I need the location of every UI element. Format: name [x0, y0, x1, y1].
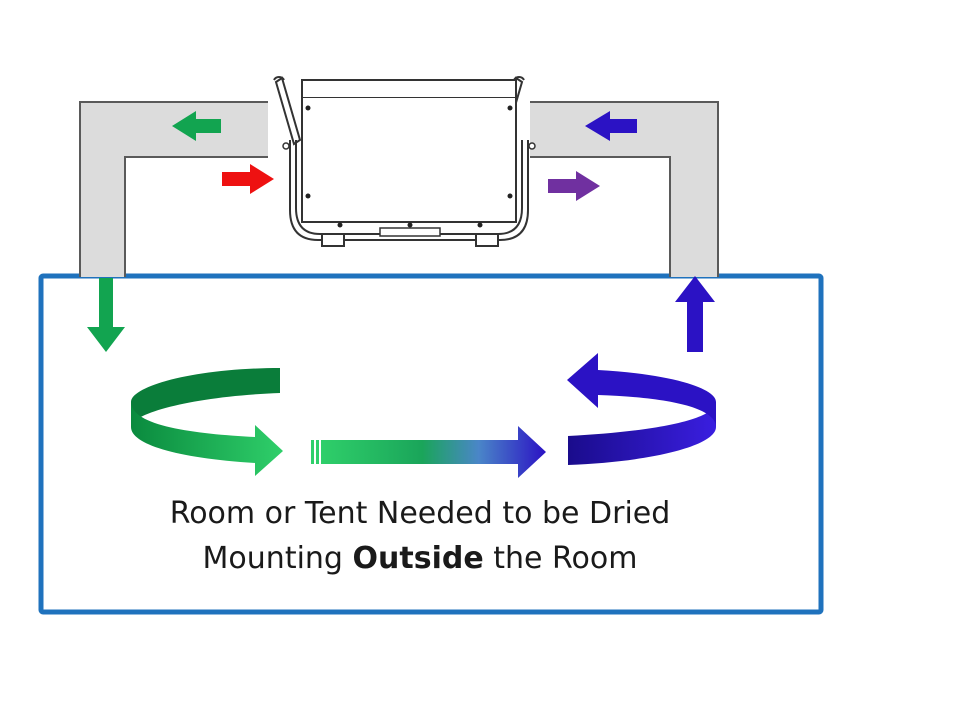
caption-line-2-start: Mounting: [202, 541, 353, 576]
green-down-arrow-icon: [87, 278, 125, 352]
blue-up-arrow-icon: [675, 276, 715, 352]
dehumidifier-unit-icon: [268, 76, 536, 247]
caption-line-2: Mounting Outside the Room: [40, 541, 800, 576]
caption-line-2-bold: Outside: [352, 541, 484, 576]
blue-left-arrow-icon: [585, 111, 637, 141]
green-left-arrow-icon: [172, 111, 221, 141]
middle-gradient-arrow-icon: [311, 426, 546, 478]
purple-right-arrow-icon: [548, 171, 600, 201]
caption-line-1: Room or Tent Needed to be Dried: [169, 496, 671, 531]
blue-circular-arrow-icon: [567, 353, 716, 465]
red-right-arrow-icon: [222, 164, 274, 194]
green-circular-arrow-icon: [131, 368, 283, 476]
caption-line-2-end: the Room: [483, 541, 638, 576]
room-boundary: [38, 273, 824, 615]
duct-channel: [80, 102, 718, 277]
